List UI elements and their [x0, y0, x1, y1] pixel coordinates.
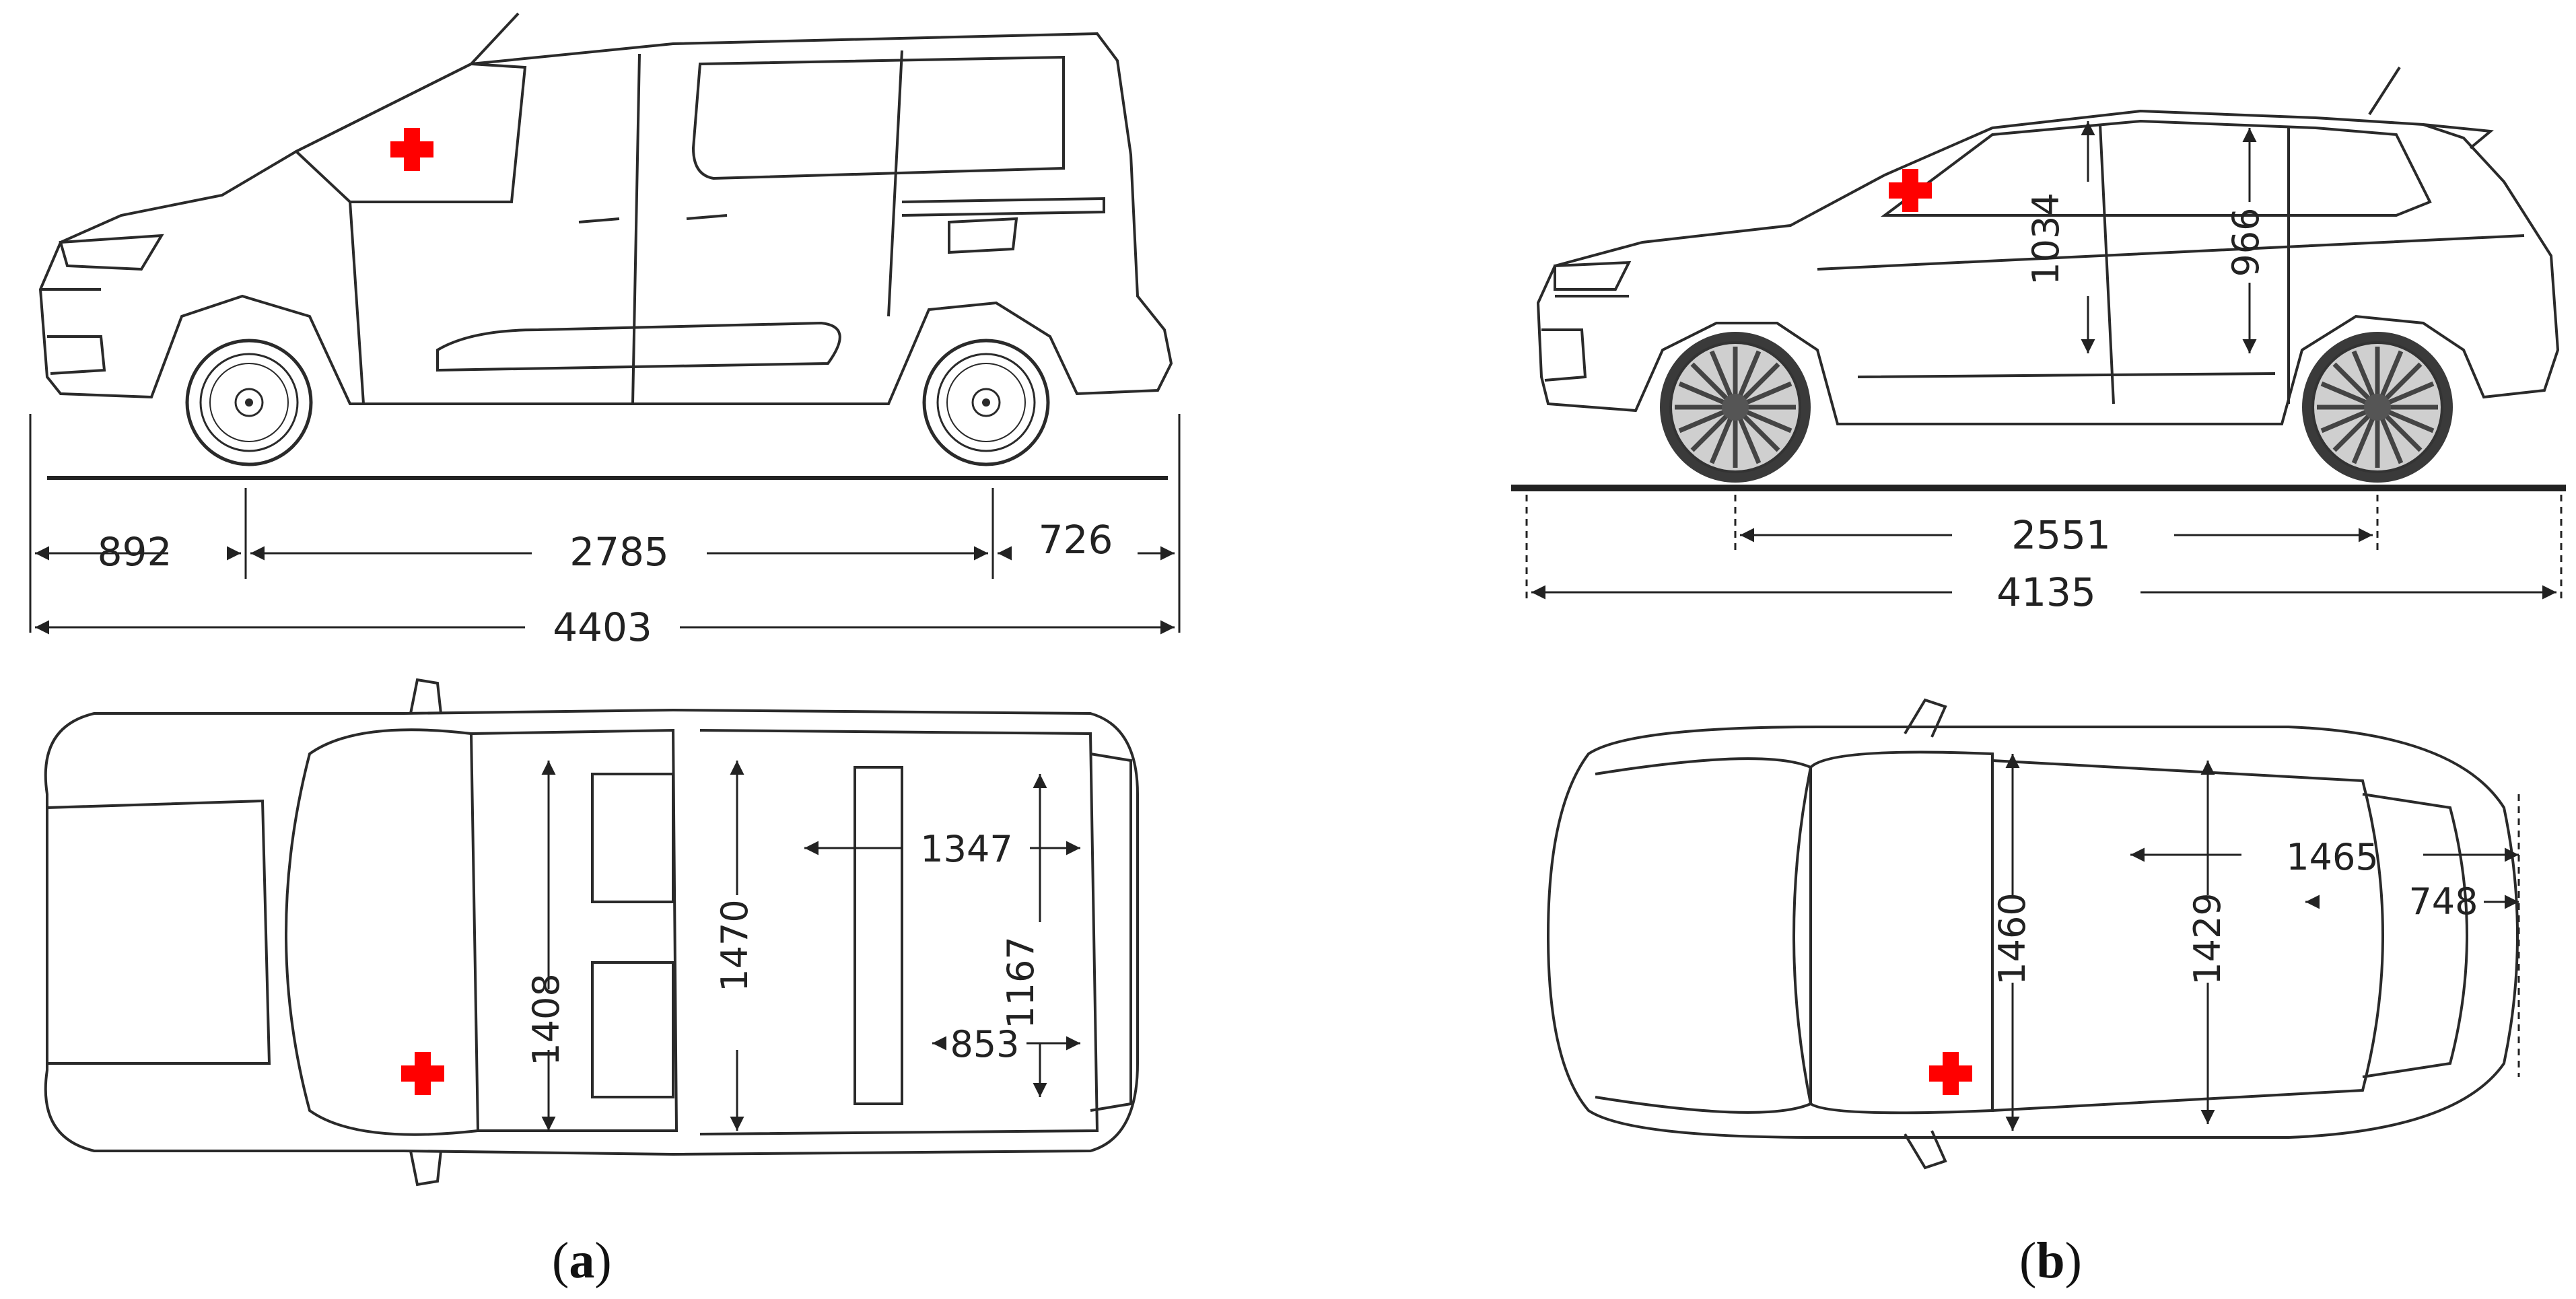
- dim-wheelbase-b: 2551: [2011, 512, 2111, 558]
- dim-rear-cargo-length-b: 748: [2408, 880, 2478, 923]
- red-cross-marker-icon: [1929, 1052, 1972, 1095]
- dim-width-front-a: 1408: [525, 973, 567, 1065]
- dim-cargo-length-a: 1347: [920, 828, 1012, 870]
- dim-width-between-arches-a: 1167: [1000, 936, 1042, 1028]
- dim-width-front-b: 1460: [1991, 892, 2033, 985]
- van-side-window-rear: [691, 55, 1065, 180]
- van-front-wheel: [187, 341, 311, 464]
- suv-antenna: [2368, 66, 2401, 116]
- suv-top-outline: [1546, 726, 2519, 1139]
- panel-a-top-view: [44, 678, 1139, 1187]
- van-bumper-front: [40, 288, 106, 375]
- suv-top-windshield: [1792, 750, 1994, 1115]
- van-top-seats-rear: [854, 766, 903, 1105]
- van-antenna: [470, 12, 520, 65]
- van-top-seats-front: [591, 773, 674, 1098]
- van-top-mirror-left: [409, 678, 442, 714]
- van-top-rear-end: [1090, 752, 1132, 1112]
- panel-b-top-view: [1546, 698, 2519, 1170]
- label-letter: a: [569, 1232, 595, 1289]
- suv-top-mirror-left: [1904, 698, 1947, 738]
- panel-label-b: (b): [2019, 1232, 2082, 1290]
- van-windshield: [293, 62, 527, 203]
- red-cross-marker-icon: [1889, 169, 1932, 212]
- suv-headlight: [1554, 260, 1632, 291]
- van-side-strip: [901, 197, 1105, 217]
- panel-a-top-dimension-lines: [541, 761, 1080, 1131]
- label-open-paren: (: [2019, 1232, 2037, 1289]
- label-letter: b: [2036, 1232, 2065, 1289]
- label-close-paren: ): [594, 1232, 612, 1289]
- van-top-roof-front: [471, 728, 678, 1132]
- red-cross-marker-icon: [390, 128, 433, 171]
- suv-pillars: [2099, 124, 2290, 405]
- suv-top-mirror-right: [1904, 1130, 1947, 1170]
- van-fuel-door: [948, 217, 1018, 254]
- dim-length-b: 4135: [1996, 569, 2096, 615]
- van-top-roof-rear: [699, 729, 1099, 1135]
- suv-body-outline: [1536, 109, 2560, 425]
- van-top-windshield: [285, 728, 480, 1136]
- suv-front-wheel: [1660, 332, 1811, 483]
- suv-rear-wheel: [2302, 332, 2453, 483]
- red-cross-marker-icon: [401, 1052, 444, 1095]
- label-open-paren: (: [552, 1232, 569, 1289]
- van-body-outline: [38, 32, 1173, 405]
- panel-a-dimension-lines: [29, 414, 1181, 635]
- van-top-hood: [46, 799, 271, 1065]
- dim-front-overhang-a: 892: [98, 529, 172, 575]
- suv-spoiler: [2423, 123, 2494, 149]
- dim-front-headroom-b: 1034: [2025, 192, 2067, 285]
- panel-b-side-view: [1536, 66, 2560, 425]
- panel-b-dimension-lines: [1511, 121, 2566, 602]
- suv-front-bumper: [1541, 295, 1629, 382]
- van-rear-wheel: [924, 341, 1048, 464]
- dim-rear-cargo-length-a: 853: [950, 1023, 1019, 1065]
- panel-a-side-view: [38, 12, 1173, 405]
- van-sliding-door: [436, 50, 903, 372]
- suv-side-windows: [1881, 119, 2432, 217]
- van-front-door: [349, 53, 641, 405]
- dim-wheelbase-a: 2785: [569, 529, 669, 575]
- van-top-outline: [44, 708, 1139, 1156]
- van-top-mirror-right: [409, 1150, 442, 1187]
- suv-top-rear-window: [2362, 793, 2468, 1078]
- panel-label-a: (a): [552, 1232, 612, 1290]
- dim-width-rear-b: 1429: [2186, 892, 2229, 985]
- label-close-paren: ): [2064, 1232, 2082, 1289]
- suv-body-line: [1817, 234, 2525, 378]
- suv-top-hood: [1595, 757, 1812, 1114]
- van-headlight: [59, 234, 164, 271]
- dim-rear-overhang-a: 726: [1039, 517, 1113, 563]
- dim-cargo-length-b: 1465: [2286, 836, 2378, 878]
- van-door-handles: [578, 214, 728, 223]
- dim-length-a: 4403: [553, 604, 652, 650]
- panel-b-top-dimension-lines: [2005, 754, 2520, 1131]
- suv-top-roof: [1992, 759, 2384, 1112]
- dim-width-rear-a: 1470: [713, 899, 756, 991]
- dim-rear-headroom-b: 966: [2225, 207, 2267, 277]
